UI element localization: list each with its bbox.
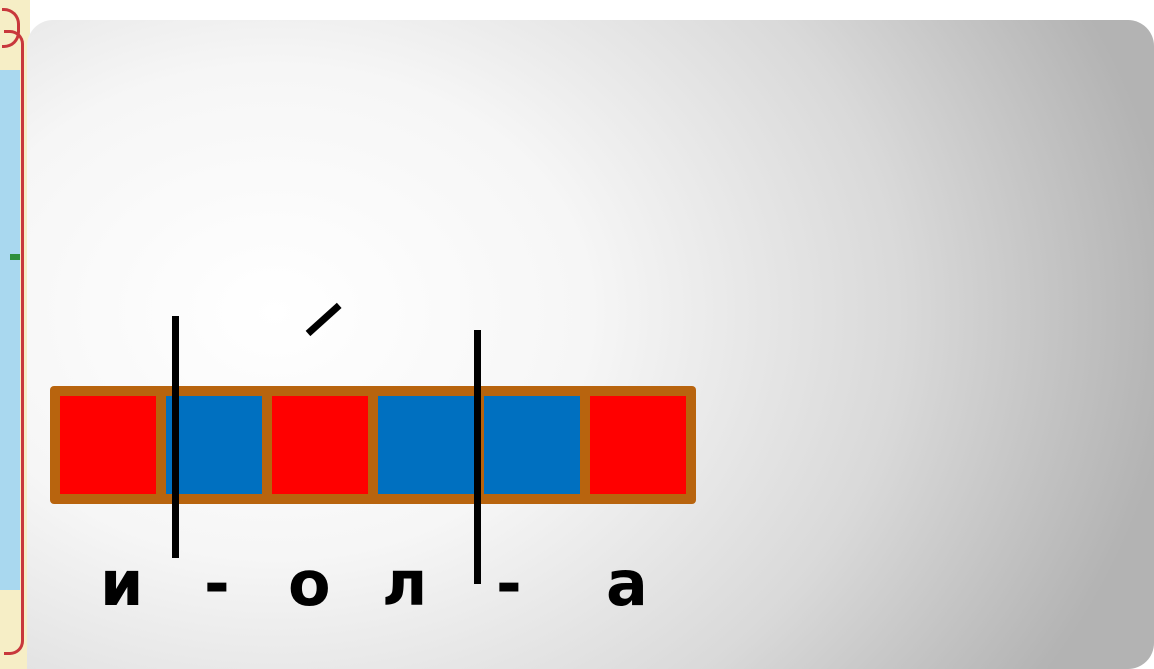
scheme-cell-3 <box>272 396 368 494</box>
letter-6: а <box>606 548 648 620</box>
syllable-divider-1 <box>172 316 179 558</box>
syllable-divider-2 <box>474 330 481 584</box>
scheme-cell-4 <box>378 396 474 494</box>
scheme-cell-6 <box>590 396 686 494</box>
scheme-cell-2 <box>166 396 262 494</box>
left-decorative-border <box>0 0 30 669</box>
border-frame <box>4 30 24 655</box>
letter-4: л <box>382 548 427 620</box>
slide-canvas <box>27 20 1154 669</box>
letter-2: - <box>204 548 230 620</box>
word-sound-scheme <box>50 386 696 504</box>
scheme-cell-5 <box>484 396 580 494</box>
letter-1: и <box>100 548 143 620</box>
border-tick <box>10 254 20 260</box>
letter-5: - <box>496 548 522 620</box>
scheme-cell-1 <box>60 396 156 494</box>
letter-3: о <box>288 548 331 620</box>
